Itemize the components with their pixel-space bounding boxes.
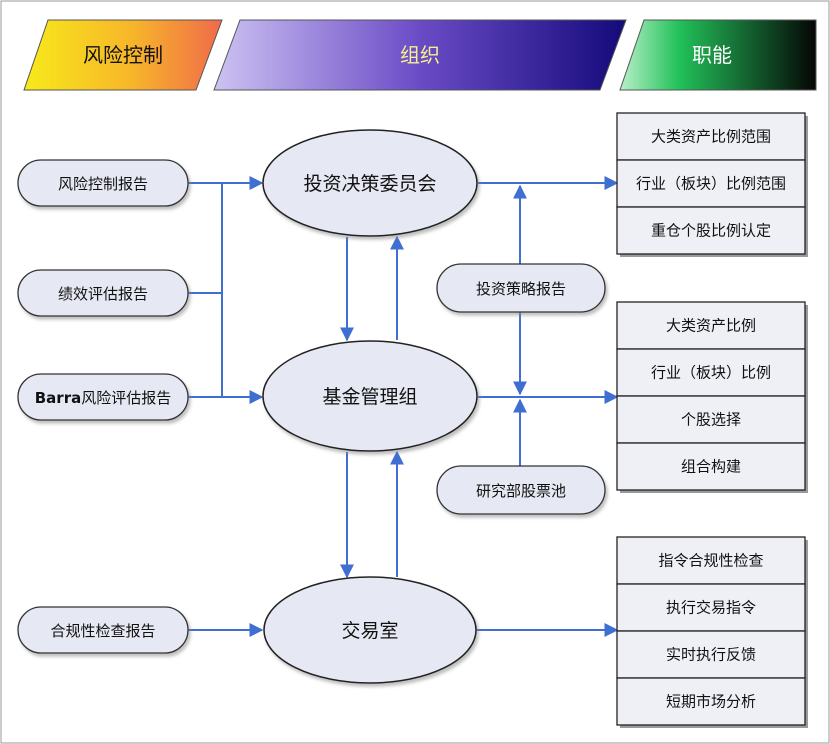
header-org: 组织 — [213, 19, 627, 91]
org-fund-group-label: 基金管理组 — [322, 386, 417, 408]
connectors — [188, 176, 619, 637]
header-risk-label: 风险控制 — [83, 43, 163, 67]
header-org-label: 组织 — [400, 43, 440, 67]
function-box — [616, 395, 806, 444]
function-box-label: 短期市场分析 — [666, 693, 756, 711]
function-box — [616, 348, 806, 397]
function-box-label: 个股选择 — [681, 411, 741, 429]
report-strategy-label: 投资策略报告 — [476, 280, 566, 298]
org-trading-room-label: 交易室 — [341, 620, 398, 642]
report-barra-label: Barra风险评估报告 — [35, 389, 172, 407]
report-compliance: 合规性检查报告 — [17, 606, 189, 654]
function-box — [616, 536, 806, 585]
header-func: 职能 — [619, 19, 817, 91]
header-risk: 风险控制 — [23, 19, 223, 91]
report-barra-suffix: 风险评估报告 — [81, 389, 171, 407]
function-box — [616, 301, 806, 350]
function-box-label: 实时执行反馈 — [666, 646, 756, 664]
function-box — [616, 677, 806, 726]
function-box-label: 重仓个股比例认定 — [651, 222, 771, 240]
function-box-label: 行业（板块）比例范围 — [636, 175, 786, 193]
function-box — [616, 442, 806, 491]
report-barra-prefix: Barra — [35, 389, 81, 407]
function-box-label: 大类资产比例 — [666, 317, 756, 335]
org-committee-label: 投资决策委员会 — [303, 173, 436, 195]
function-box-label: 指令合规性检查 — [658, 552, 763, 570]
report-compliance-label: 合规性检查报告 — [50, 622, 155, 640]
function-box — [616, 206, 806, 255]
function-box — [616, 583, 806, 632]
report-stock-pool-label: 研究部股票池 — [476, 482, 566, 500]
org-committee: 投资决策委员会 — [262, 129, 478, 237]
function-box-label: 大类资产比例范围 — [651, 128, 771, 146]
function-box-label: 执行交易指令 — [666, 599, 756, 617]
function-box-label: 组合构建 — [681, 458, 741, 476]
org-fund-group: 基金管理组 — [262, 340, 478, 452]
report-risk-control-label: 风险控制报告 — [58, 175, 148, 193]
report-strategy: 投资策略报告 — [436, 263, 606, 313]
org-trading-room: 交易室 — [263, 576, 477, 684]
function-box — [616, 112, 806, 161]
report-performance: 绩效评估报告 — [17, 269, 189, 317]
report-performance-label: 绩效评估报告 — [58, 285, 148, 303]
function-box — [616, 630, 806, 679]
report-stock-pool: 研究部股票池 — [436, 465, 606, 515]
header-func-label: 职能 — [692, 43, 732, 67]
report-risk-control: 风险控制报告 — [17, 159, 189, 207]
report-barra: Barra风险评估报告 — [17, 373, 189, 421]
function-box-label: 行业（板块）比例 — [651, 364, 771, 382]
